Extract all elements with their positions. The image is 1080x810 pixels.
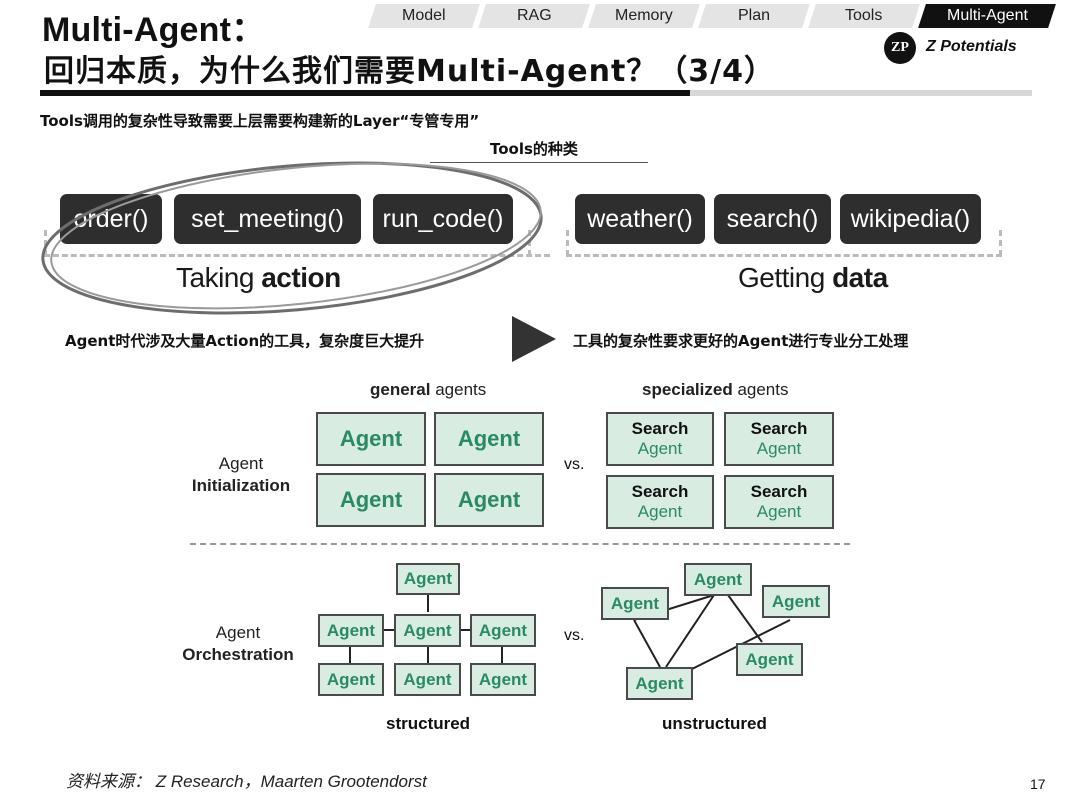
vs-label-initialization: vs. [564,456,585,473]
page-subtitle-title: 回归本质，为什么我们需要Multi-Agent？（3/4） [44,54,776,89]
right-arrow-icon [512,316,556,362]
unstructured-agent-node: Agent [601,587,669,620]
specialized-agent-box: Search Agent [606,412,714,466]
tool-chip-run-code: run_code() [373,194,513,244]
taking-action-label: Taking action [176,262,341,293]
orchestration-label: Agent Orchestration [182,623,294,664]
general-agent-box: Agent [316,473,426,527]
specialized-agent-box: Search Agent [606,475,714,529]
specialized-agent-box: Search Agent [724,475,834,529]
structured-agent-node: Agent [318,614,384,647]
specialized-agent-box: Search Agent [724,412,834,466]
zp-logo-icon: ZP [884,32,916,64]
general-agent-box: Agent [434,473,544,527]
specialized-agents-head: specialized agents [642,380,789,399]
action-group-left-edge [44,230,47,256]
tool-chip-weather: weather() [575,194,705,244]
source-note: 资料来源： Z Research，Maarten Grootendorst [66,772,427,791]
tab-model[interactable]: Model [368,4,480,28]
action-group-baseline [44,254,550,257]
tab-memory[interactable]: Memory [588,4,700,28]
tools-heading: Tools的种类 [490,140,578,158]
vs-label-orchestration: vs. [564,627,585,644]
tab-multi-agent[interactable]: Multi-Agent [918,4,1056,28]
tab-plan[interactable]: Plan [698,4,810,28]
tab-tools[interactable]: Tools [808,4,920,28]
right-statement: 工具的复杂性要求更好的Agent进行专业分工处理 [573,332,909,350]
tab-rag[interactable]: RAG [478,4,590,28]
unstructured-agent-node: Agent [762,585,830,618]
unstructured-label: unstructured [662,714,767,733]
data-group-left-edge [566,230,569,256]
structured-label: structured [386,714,471,733]
tool-chip-wikipedia: wikipedia() [840,194,981,244]
structured-agent-node: Agent [394,614,461,647]
unstructured-agent-node: Agent [684,563,752,596]
getting-data-label: Getting data [738,262,888,293]
structured-agent-node: Agent [470,614,536,647]
general-agent-box: Agent [434,412,544,466]
tool-chip-set-meeting: set_meeting() [174,194,361,244]
highlight-ellipse [41,161,543,315]
tools-heading-rule [430,162,648,163]
data-group-right-edge [999,230,1002,256]
structured-connectors [349,595,503,663]
structured-agent-node: Agent [394,663,461,696]
page-title: Multi-Agent： [42,11,266,49]
structured-agent-node: Agent [470,663,536,696]
general-agents-head: general agents [370,380,487,399]
tool-chip-search: search() [714,194,831,244]
initialization-label: Agent Initialization [191,454,291,495]
section-subtitle: Tools调用的复杂性导致需要上层需要构建新的Layer“专管专用” [40,112,480,130]
logo-text: Z Potentials [926,38,1017,55]
page-number: 17 [1030,776,1046,792]
section-divider [190,543,850,545]
unstructured-agent-node: Agent [626,667,693,700]
unstructured-agent-node: Agent [736,643,803,676]
structured-agent-node: Agent [396,563,460,595]
action-group-right-edge [528,230,531,256]
data-group-baseline [566,254,1002,257]
left-statement: Agent时代涉及大量Action的工具，复杂度巨大提升 [65,332,425,350]
general-agent-box: Agent [316,412,426,466]
structured-agent-node: Agent [318,663,384,696]
title-rule-accent [40,90,690,96]
